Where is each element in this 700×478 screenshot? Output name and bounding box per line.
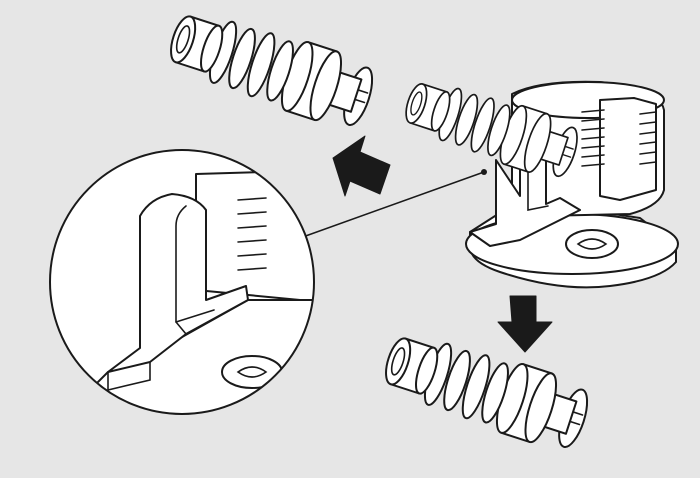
dowel-pin-top	[161, 1, 381, 135]
remove-arrow-icon	[332, 135, 391, 197]
magnifier-detail-icon	[49, 149, 315, 415]
dowel-pin-bottom	[376, 323, 596, 457]
leader-point	[481, 169, 487, 175]
insert-arrow-icon	[497, 295, 553, 353]
leader-line	[299, 171, 485, 239]
